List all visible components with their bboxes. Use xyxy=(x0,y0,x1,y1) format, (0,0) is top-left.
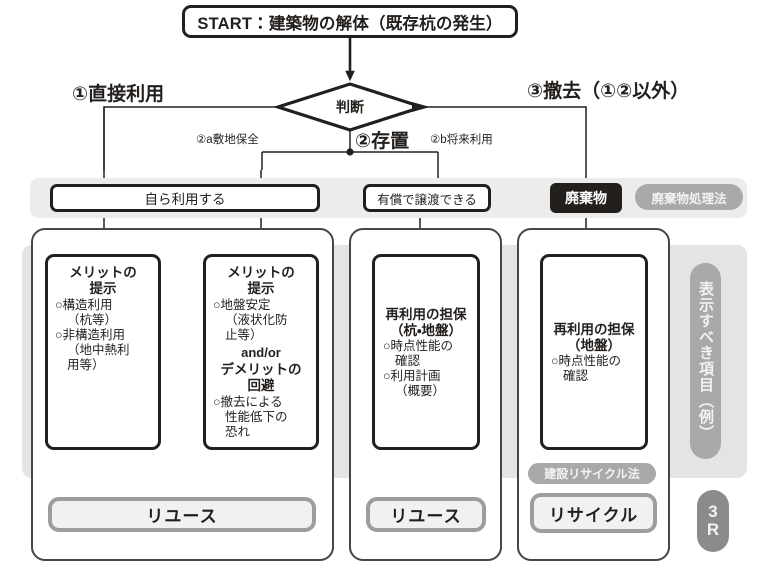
bullet-line: ○利用計画 xyxy=(383,369,441,384)
three-r-number: 3 xyxy=(708,502,718,522)
start-node: START：建築物の解体（既存杭の発生） xyxy=(182,5,518,38)
item-title: メリットの 提示 xyxy=(69,265,137,297)
bullet-line: 用等） xyxy=(67,357,105,372)
mid-box-waste: 廃棄物 xyxy=(550,183,622,213)
bullet-line: （杭等） xyxy=(67,312,118,327)
bullet-line: ○構造利用 xyxy=(55,297,113,312)
branch-label-site-preservation: ②a敷地保全 xyxy=(196,134,259,146)
item-title-line2: 提示 xyxy=(89,280,117,296)
bullet-line: （地中熱利 xyxy=(67,342,130,357)
item-title2-line2: 回避 xyxy=(247,377,275,393)
decision-node: 判断 xyxy=(278,84,422,130)
item-box-merit-demerit: メリットの 提示 ○地盤安定 （液状化防 止等） and/or デメリットの 回… xyxy=(203,254,319,450)
three-r-letter: R xyxy=(706,520,720,539)
item-title-line1: 再利用の担保 xyxy=(385,306,467,322)
item-title-line1: メリットの xyxy=(69,265,137,280)
bullet-line: 性能低下の xyxy=(225,409,288,424)
item-box-merit-structural: メリットの 提示 ○構造利用 （杭等） ○非構造利用 （地中熱利 用等） xyxy=(45,254,161,450)
side-label-display-items: 表示すべき項目（例） xyxy=(690,263,721,459)
three-r-badge: 3 R xyxy=(697,490,729,552)
item-bullets: ○地盤安定 （液状化防 止等） xyxy=(210,298,312,343)
item-title-line2: （杭・地盤） xyxy=(389,322,463,338)
bullet-line: （概要） xyxy=(395,384,446,399)
item-bullets-secondary: ○撤去による 性能低下の 恐れ xyxy=(210,395,312,440)
bullet-line: ○時点性能の xyxy=(383,339,454,354)
item-title-line2: （地盤） xyxy=(567,337,621,353)
branch-label-direct-use: ①直接利用 xyxy=(72,84,165,105)
item-title-secondary: デメリットの 回避 xyxy=(221,362,302,394)
item-title2-line1: デメリットの xyxy=(220,361,302,377)
bullet-line: 確認 xyxy=(395,354,421,369)
bullet-line: ○非構造利用 xyxy=(55,327,126,342)
item-bullets: ○時点性能の 確認 xyxy=(547,354,641,384)
item-box-reuse-assurance-pile-ground: 再利用の担保 （杭・地盤） ○時点性能の 確認 ○利用計画 （概要） xyxy=(372,254,480,450)
item-title: メリットの 提示 xyxy=(227,265,295,297)
outcome-reuse-left: リユース xyxy=(48,497,316,532)
item-bullets: ○時点性能の 確認 ○利用計画 （概要） xyxy=(379,339,473,399)
bullet-line: 確認 xyxy=(563,369,589,384)
bullet-line: ○時点性能の xyxy=(551,354,622,369)
side-label-text: 表示すべき項目（例） xyxy=(697,281,714,441)
outcome-reuse-mid: リユース xyxy=(366,497,486,532)
branch-label-removal: ③撤去（①②以外） xyxy=(527,81,690,102)
item-box-reuse-assurance-ground: 再利用の担保 （地盤） ○時点性能の 確認 xyxy=(540,254,648,450)
item-title: 再利用の担保 （杭・地盤） xyxy=(386,307,467,339)
item-title-line2: 提示 xyxy=(247,280,275,296)
law-pill-waste-management: 廃棄物処理法 xyxy=(635,184,743,210)
and-or-connector: and/or xyxy=(241,344,281,360)
item-title: 再利用の担保 （地盤） xyxy=(554,322,635,354)
branch-label-retain: ②存置 xyxy=(355,131,410,152)
outcome-recycle: リサイクル xyxy=(530,493,657,533)
bullet-line: 止等） xyxy=(225,327,263,342)
bullet-line: 恐れ xyxy=(225,424,251,439)
mid-box-paid-transfer: 有償で譲渡できる xyxy=(363,184,491,212)
item-title-line1: メリットの xyxy=(227,265,295,280)
law-pill-construction-recycling: 建設リサイクル法 xyxy=(528,463,656,484)
bullet-line: ○撤去による xyxy=(213,394,283,409)
branch-label-future-use: ②b将来利用 xyxy=(430,134,493,146)
decision-label: 判断 xyxy=(336,99,364,115)
mid-box-self-use: 自ら利用する xyxy=(50,184,320,212)
item-title-line1: 再利用の担保 xyxy=(553,321,635,337)
bullet-line: ○地盤安定 xyxy=(213,297,271,312)
item-bullets: ○構造利用 （杭等） ○非構造利用 （地中熱利 用等） xyxy=(52,298,154,373)
bullet-line: （液状化防 xyxy=(225,312,288,327)
